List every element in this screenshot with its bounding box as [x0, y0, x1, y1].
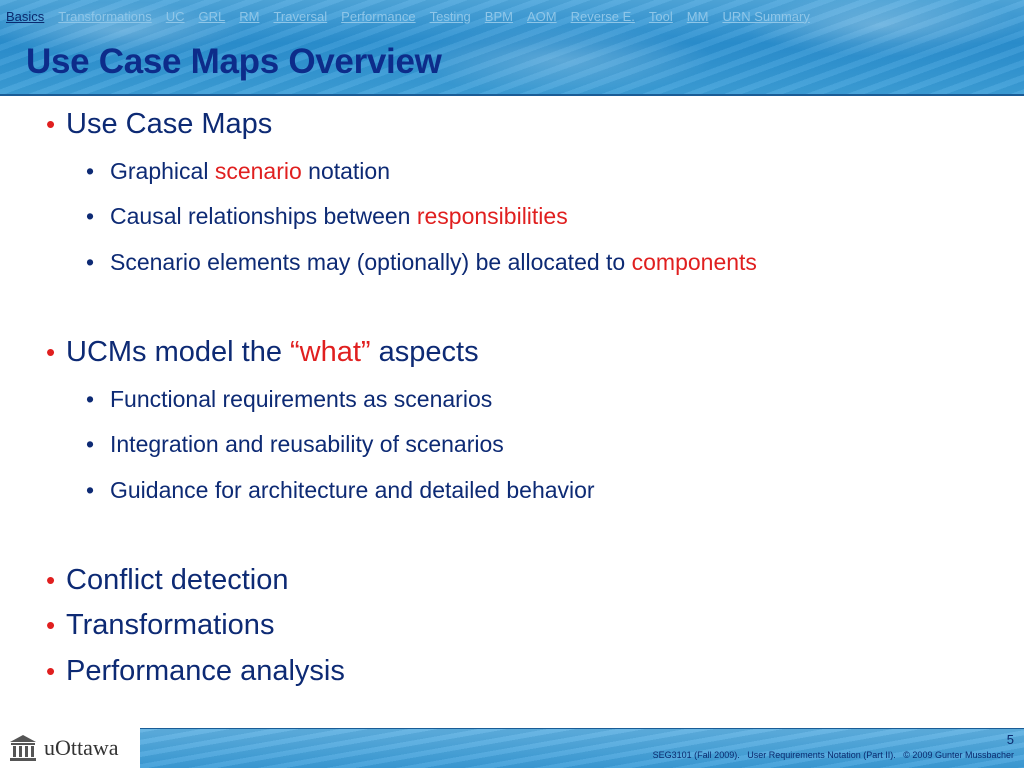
section-nav: Basics Transformations UC GRL RM Travers…: [6, 6, 1014, 26]
bullet-icon: •: [46, 610, 56, 640]
sub-bullet-scenario-elements: • Scenario elements may (optionally) be a…: [86, 249, 757, 276]
sub-bullet-functional-requirements: • Functional requirements as scenarios: [86, 386, 492, 413]
nav-link-performance[interactable]: Performance: [341, 8, 416, 24]
bullet-text: Use Case Maps: [66, 108, 273, 140]
nav-link-uc[interactable]: UC: [165, 8, 185, 24]
slide-header: Basics Transformations UC GRL RM Travers…: [0, 0, 1024, 96]
sub-bullet-guidance-architecture: • Guidance for architecture and detailed …: [86, 477, 595, 504]
nav-link-rm[interactable]: RM: [239, 8, 260, 24]
bullet-text: Graphical: [110, 158, 215, 184]
footer-text: SEG3101 (Fall 2009). User Requirements N…: [653, 750, 1014, 760]
bullet-text: Performance analysis: [66, 655, 345, 687]
highlight-text: responsibilities: [416, 203, 568, 229]
bullet-text: Guidance for architecture and detailed b…: [110, 477, 595, 503]
bullet-text: Functional requirements as scenarios: [110, 386, 493, 412]
bullet-icon: •: [86, 203, 95, 229]
bullet-text: Causal relationships between: [110, 203, 417, 229]
nav-link-testing[interactable]: Testing: [429, 8, 471, 24]
nav-link-tool[interactable]: Tool: [648, 8, 673, 24]
logo-text: uOttawa: [44, 735, 119, 760]
university-logo: uOttawa: [0, 728, 140, 768]
bullet-transformations: • Transformations: [46, 609, 274, 642]
highlight-text: components: [631, 249, 757, 275]
bullet-icon: •: [86, 249, 95, 275]
bullet-ucms-model: • UCMs model the “what” aspects: [46, 336, 479, 369]
nav-link-bpm[interactable]: BPM: [484, 8, 513, 24]
nav-link-reverse-e[interactable]: Reverse E.: [570, 8, 635, 24]
bullet-icon: •: [86, 431, 95, 457]
footer-lecture: User Requirements Notation (Part II).: [747, 750, 896, 760]
footer-course: SEG3101 (Fall 2009).: [652, 750, 740, 760]
nav-link-mm[interactable]: MM: [686, 8, 709, 24]
building-icon: [10, 735, 36, 761]
bullet-text: Transformations: [66, 609, 275, 641]
bullet-icon: •: [86, 158, 95, 184]
bullet-conflict-detection: • Conflict detection: [46, 564, 288, 597]
bullet-use-case-maps: • Use Case Maps: [46, 108, 272, 141]
bullet-icon: •: [46, 337, 56, 367]
slide-footer: uOttawa 5 SEG3101 (Fall 2009). User Requ…: [0, 728, 1024, 768]
sub-bullet-integration-reusability: • Integration and reusability of scenario…: [86, 431, 504, 458]
bullet-text: Scenario elements may (optionally) be al…: [110, 249, 632, 275]
bullet-text: notation: [301, 158, 391, 184]
nav-link-grl[interactable]: GRL: [198, 8, 226, 24]
bullet-icon: •: [46, 656, 56, 686]
nav-link-urn-summary[interactable]: URN Summary: [722, 8, 810, 24]
page-number: 5: [1006, 732, 1014, 747]
bullet-icon: •: [86, 386, 95, 412]
slide-title: Use Case Maps Overview: [26, 42, 442, 81]
nav-link-traversal[interactable]: Traversal: [273, 8, 328, 24]
bullet-performance-analysis: • Performance analysis: [46, 655, 345, 688]
nav-link-aom[interactable]: AOM: [526, 8, 557, 24]
highlight-text: scenario: [214, 158, 302, 184]
bullet-icon: •: [86, 477, 95, 503]
bullet-text: UCMs model the: [66, 336, 291, 368]
bullet-icon: •: [46, 565, 56, 595]
bullet-text: Integration and reusability of scenarios: [110, 431, 504, 457]
sub-bullet-graphical-scenario: • Graphical scenario notation: [86, 158, 390, 185]
nav-link-basics[interactable]: Basics: [6, 8, 45, 24]
sub-bullet-causal-relationships: • Causal relationships between responsibi…: [86, 203, 568, 230]
bullet-text: aspects: [370, 336, 479, 368]
highlight-text: “what”: [290, 336, 371, 368]
slide-content: • Use Case Maps • Graphical scenario notat…: [0, 96, 1024, 728]
bullet-text: Conflict detection: [66, 564, 289, 596]
nav-link-transformations[interactable]: Transformations: [58, 8, 152, 24]
bullet-icon: •: [46, 109, 56, 139]
footer-copyright: © 2009 Gunter Mussbacher: [903, 750, 1014, 760]
